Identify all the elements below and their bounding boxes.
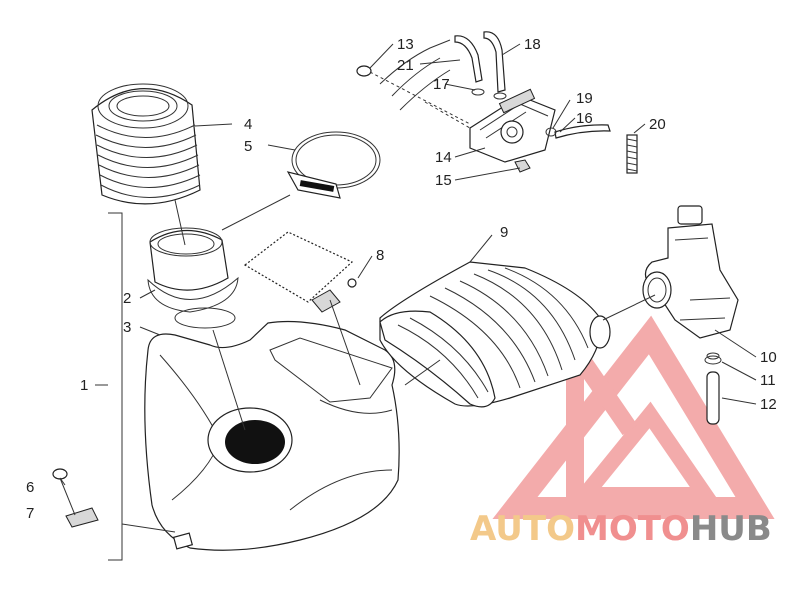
part-6-screw [52,468,68,480]
watermark-auto: AUTO [470,509,575,549]
leader-lines [59,43,757,561]
callout-labels: 1 2 3 4 5 6 7 8 9 10 11 12 13 14 15 16 1… [26,36,777,522]
callout-21: 21 [397,57,414,74]
part-21-fitting [379,39,451,111]
part-12-tube [706,371,720,425]
callout-12: 12 [760,396,777,413]
callout-11: 11 [760,372,776,389]
part-19-clamp [545,127,557,137]
callout-1: 1 [80,377,88,394]
part-20-spring [626,134,638,174]
callout-2: 2 [123,290,131,307]
callout-9: 9 [500,224,508,241]
part-4-bellows-boot [91,83,201,205]
callout-3: 3 [123,319,131,336]
part-decal-plate [243,231,357,313]
part-17-hose-clamp [471,88,507,100]
part-9-intake-duct [379,261,611,408]
part-11-spring-clip [704,352,722,365]
callout-10: 10 [760,349,777,366]
part-16-vent-hose [554,124,611,139]
callout-7: 7 [26,505,34,522]
part-10-carburetor [642,205,739,339]
callout-19: 19 [576,90,593,107]
watermark-moto: MOTO [575,509,690,549]
callout-8: 8 [376,247,384,264]
callout-16: 16 [576,110,593,127]
callout-14: 14 [435,149,452,166]
callout-15: 15 [435,172,452,189]
part-5-clamp [286,131,381,199]
part-3-housing [144,320,400,551]
callout-17: 17 [433,76,450,93]
part-15-bolt [514,159,531,173]
callout-20: 20 [649,116,666,133]
watermark-triangle-inner [568,401,721,503]
part-14-fuel-pump [469,88,556,163]
callout-5: 5 [244,138,252,155]
callout-6: 6 [26,479,34,496]
watermark-text: AUTOMOTOHUB [470,509,772,549]
svg-text:AUTOMOTOHUB: AUTOMOTOHUB [470,509,772,549]
callout-4: 4 [244,116,252,133]
watermark-hub: HUB [690,509,772,549]
part-18-fuel-hoses [454,31,506,93]
callout-13: 13 [397,36,414,53]
callout-18: 18 [524,36,541,53]
part-7-clip [65,507,99,528]
part-13-screw [356,65,471,129]
part-2-adapter [147,227,239,329]
